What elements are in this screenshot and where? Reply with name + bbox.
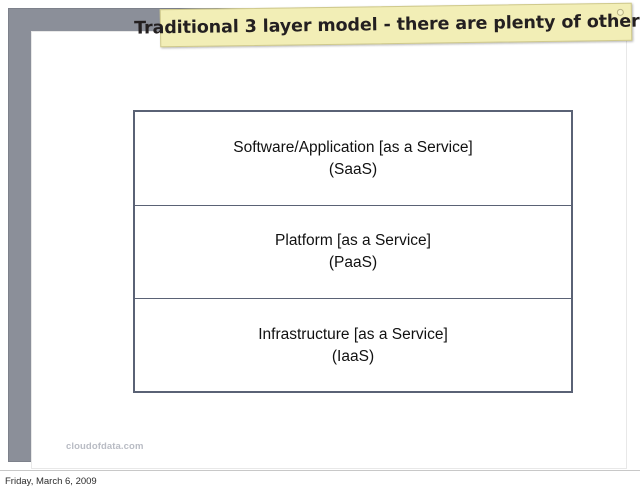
slide-frame: Software/Application [as a Service] (Saa… (8, 8, 627, 469)
sticky-note-text: Traditional 3 layer model - there are pl… (134, 11, 640, 39)
watermark-cloudofdata: cloudofdata.com (66, 441, 144, 452)
sticky-note-banner: Traditional 3 layer model - there are pl… (134, 2, 640, 48)
sticky-note-pin-icon (616, 8, 624, 16)
slide-canvas: Software/Application [as a Service] (Saa… (31, 31, 627, 469)
layer-stack-diagram: Software/Application [as a Service] (Saa… (133, 110, 573, 393)
layer-abbreviation: (IaaS) (331, 348, 375, 365)
layer-abbreviation: (SaaS) (328, 160, 378, 178)
layer-row-iaas: Infrastructure [as a Service] (IaaS) (135, 298, 571, 393)
layer-title: Infrastructure [as a Service] (258, 326, 448, 343)
layer-title: Software/Application [as a Service] (233, 138, 473, 156)
slide-area: Software/Application [as a Service] (Saa… (8, 2, 640, 469)
layer-title: Platform [as a Service] (275, 232, 431, 249)
layer-row-saas: Software/Application [as a Service] (Saa… (135, 112, 571, 205)
layer-row-paas: Platform [as a Service] (PaaS) (135, 205, 571, 298)
layer-abbreviation: (PaaS) (328, 254, 378, 271)
footer-bar: Friday, March 6, 2009 (0, 470, 640, 494)
footer-date: Friday, March 6, 2009 (5, 476, 97, 487)
